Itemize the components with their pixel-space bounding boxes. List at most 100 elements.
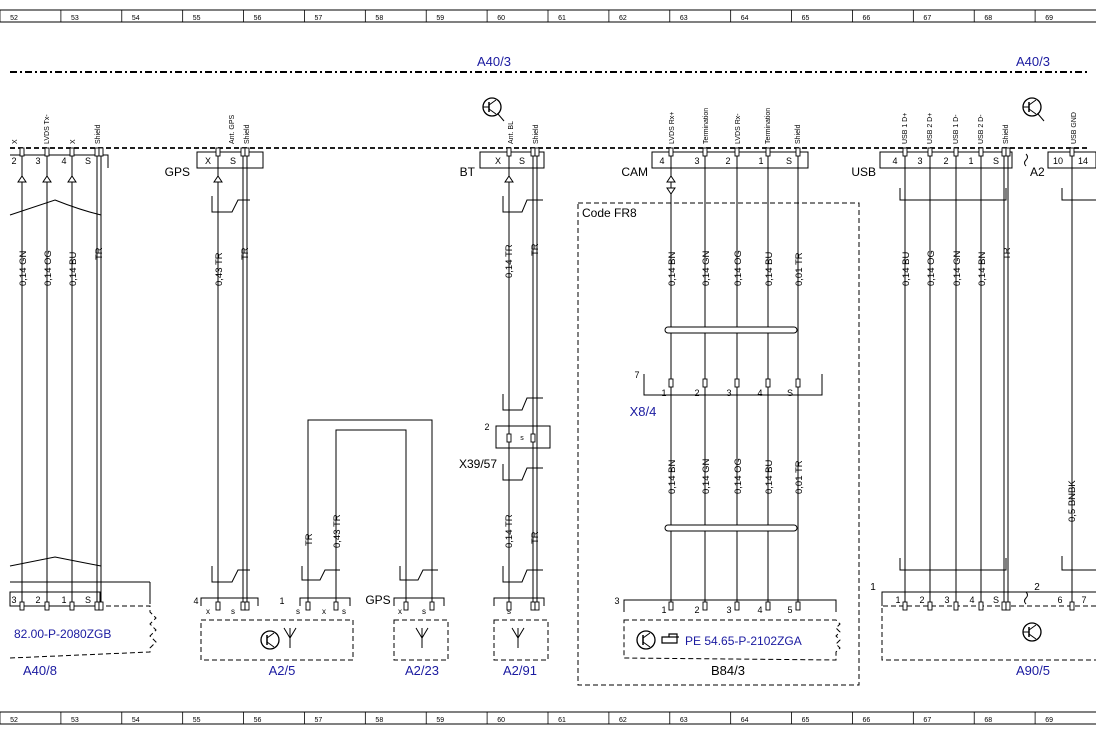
a40-3-label-right[interactable]: A40/3 [1016, 54, 1050, 69]
pin-marker [668, 378, 674, 388]
svg-text:CAM: CAM [621, 165, 648, 179]
ferrite-icons [17, 175, 676, 195]
pin-marker [69, 147, 75, 157]
pin-marker [734, 378, 740, 388]
svg-text:LVDS Tx-: LVDS Tx- [44, 114, 51, 144]
pin-marker [668, 147, 674, 157]
svg-text:0,14 BU: 0,14 BU [901, 252, 912, 286]
pin-marker [215, 601, 221, 611]
svg-text:0,14 BU: 0,14 BU [68, 252, 79, 286]
bt-connector-top: BT X S Ant. BL Shield [460, 121, 545, 179]
pin-marker [240, 601, 246, 611]
svg-text:2: 2 [11, 156, 16, 166]
ref-a40-8-link[interactable]: 82.00-P-2080ZGB [14, 627, 111, 641]
svg-text:3: 3 [726, 605, 731, 615]
svg-text:7: 7 [634, 370, 639, 380]
ref-b84-3-link[interactable]: PE 54.65-P-2102ZGA [685, 634, 802, 648]
pin-marker [668, 601, 674, 611]
a90-5-label[interactable]: A90/5 [1016, 663, 1050, 678]
svg-text:0,14 TR: 0,14 TR [504, 244, 515, 278]
svg-text:X: X [205, 156, 211, 166]
x8-4-label[interactable]: X8/4 [630, 404, 657, 419]
b84-3-label[interactable]: B84/3 [711, 663, 745, 678]
svg-text:S: S [85, 595, 91, 605]
a2-23-label[interactable]: A2/23 [405, 663, 439, 678]
pin-marker [702, 601, 708, 611]
svg-text:USB 2 D+: USB 2 D+ [927, 113, 934, 144]
svg-text:Shield: Shield [95, 124, 102, 144]
pin-marker [19, 147, 25, 157]
antenna-icon-a2-91 [511, 627, 525, 648]
svg-text:s: s [507, 607, 511, 616]
pin-marker [530, 601, 536, 611]
svg-text:USB GND: USB GND [1071, 112, 1078, 144]
svg-text:LVDS Rx+: LVDS Rx+ [669, 112, 676, 144]
grid-number: 54 [132, 15, 140, 22]
svg-text:X: X [495, 156, 501, 166]
svg-text:LVDS Rx-: LVDS Rx- [735, 113, 742, 144]
pin-marker [244, 147, 250, 157]
grid-number: 67 [923, 15, 931, 22]
code-fr8-box: Code FR8 [577, 202, 860, 686]
svg-text:2: 2 [725, 156, 730, 166]
svg-text:s: s [342, 607, 346, 616]
antenna-icon-a2-23 [415, 627, 429, 648]
pin-marker [765, 147, 771, 157]
svg-text:S: S [993, 595, 999, 605]
svg-text:1: 1 [661, 388, 666, 398]
grid-number: 63 [680, 717, 688, 724]
pin-marker [734, 601, 740, 611]
a40-3-label-left[interactable]: A40/3 [477, 54, 511, 69]
pin-marker [403, 601, 409, 611]
grid-number: 67 [923, 717, 931, 724]
transistor-icon-usb [1022, 97, 1045, 122]
grid-number: 58 [375, 717, 383, 724]
svg-text:2: 2 [484, 422, 489, 432]
svg-text:4: 4 [193, 596, 198, 606]
svg-text:Code FR8: Code FR8 [582, 206, 637, 220]
a2-5-label[interactable]: A2/5 [269, 663, 296, 678]
wires [9, 150, 1096, 604]
usb-connector-top: USB 4 3 2 1 S USB 1 D+ USB 2 D+ USB 1 D-… [851, 113, 1045, 179]
svg-text:4: 4 [757, 388, 762, 398]
grid-number: 53 [71, 717, 79, 724]
svg-text:10: 10 [1053, 156, 1063, 166]
pin-marker [1005, 147, 1011, 157]
grid-number: 54 [132, 717, 140, 724]
pin-marker [953, 147, 959, 157]
a40-8-connector: 3 2 1 S 82.00-P-2080ZGB A40/8 [9, 591, 157, 678]
a40-8-label[interactable]: A40/8 [23, 663, 57, 678]
antenna-icon-a2-5 [283, 627, 297, 648]
svg-text:X39/57: X39/57 [459, 457, 497, 471]
svg-text:5: 5 [787, 605, 792, 615]
svg-text:2: 2 [35, 595, 40, 605]
connector-block-left: 2 3 4 S X LVDS Tx- X Shield [10, 114, 109, 168]
svg-text:0,14 BN: 0,14 BN [667, 252, 678, 286]
svg-text:0,14 BU: 0,14 BU [764, 460, 775, 494]
grid-number: 63 [680, 15, 688, 22]
svg-text:4: 4 [969, 595, 974, 605]
svg-text:TR: TR [1002, 247, 1013, 260]
grid-number: 58 [375, 15, 383, 22]
pin-marker [305, 601, 311, 611]
pin-marker [795, 601, 801, 611]
a2-inline-label[interactable]: A2 [1030, 165, 1045, 179]
svg-text:x: x [206, 607, 210, 616]
svg-text:Shield: Shield [244, 124, 251, 144]
svg-text:S: S [519, 156, 525, 166]
svg-text:USB 1 D-: USB 1 D- [953, 114, 960, 144]
svg-text:TR: TR [94, 247, 105, 260]
svg-text:0,14 BN: 0,14 BN [667, 460, 678, 494]
a2-91-label[interactable]: A2/91 [503, 663, 537, 678]
pin-marker [902, 601, 908, 611]
pin-marker [69, 601, 75, 611]
svg-text:4: 4 [757, 605, 762, 615]
transistor-icon-a90-5 [1022, 622, 1042, 642]
svg-text:S: S [786, 156, 792, 166]
svg-text:0,14 GN: 0,14 GN [701, 458, 712, 494]
pin-marker [765, 378, 771, 388]
svg-text:0,14 OG: 0,14 OG [926, 250, 937, 286]
svg-text:GPS: GPS [165, 165, 190, 179]
svg-text:1: 1 [279, 596, 284, 606]
svg-text:0,14 GN: 0,14 GN [701, 250, 712, 286]
